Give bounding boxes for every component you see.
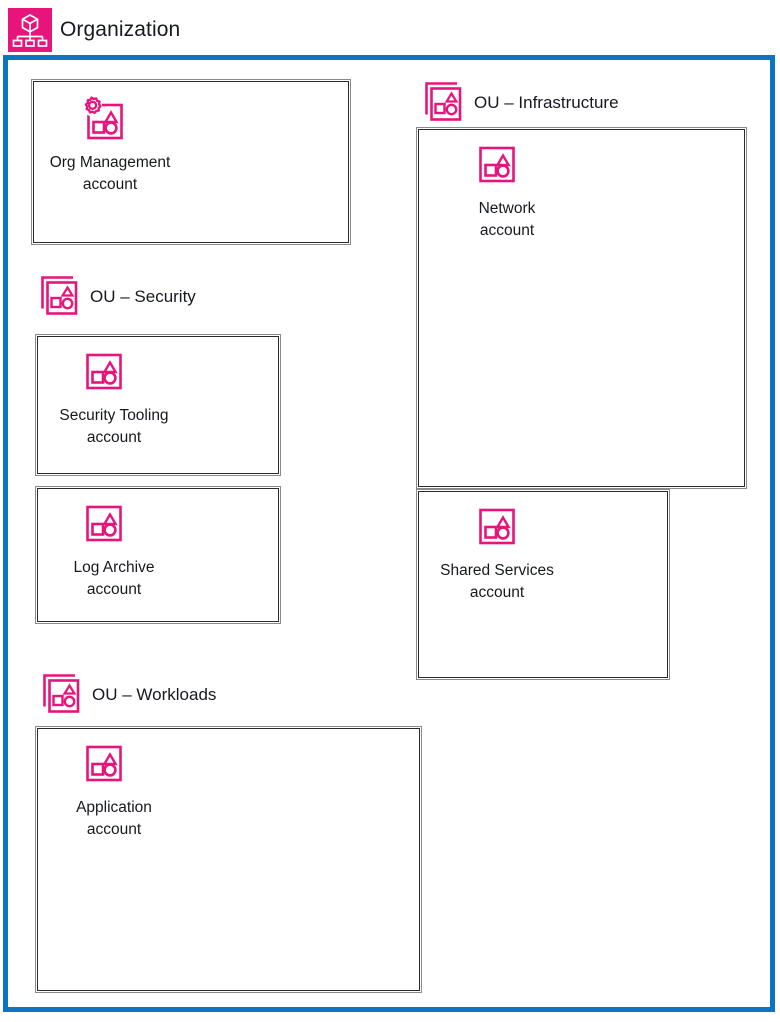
- ou-label-text: OU – Security: [90, 287, 196, 306]
- account-card-shared-services[interactable]: Shared Services account: [418, 491, 668, 678]
- account-name: Org Management: [49, 154, 171, 171]
- ou-label-text: OU – Workloads: [92, 685, 217, 704]
- account-sublabel: account: [86, 581, 142, 598]
- account-name: Network: [478, 200, 536, 217]
- account-icon: [477, 506, 517, 553]
- account-sublabel: account: [469, 584, 525, 601]
- ou-label-infrastructure[interactable]: OU – Infrastructure: [422, 80, 619, 124]
- account-icon: [84, 503, 124, 550]
- account-name: Log Archive: [73, 559, 155, 576]
- account-sublabel: account: [82, 176, 138, 193]
- ou-icon: [40, 672, 82, 716]
- account-name: Security Tooling: [59, 407, 169, 424]
- account-name: Application: [76, 799, 152, 816]
- page-title: Organization: [60, 18, 181, 41]
- organization-hierarchy-icon: [8, 8, 52, 52]
- account-card-security-tooling[interactable]: Security Tooling account: [37, 336, 279, 474]
- ou-label-security[interactable]: OU – Security: [38, 274, 196, 318]
- account-name: Shared Services: [440, 562, 554, 579]
- account-card-org-management[interactable]: Org Management account: [33, 81, 349, 243]
- ou-icon: [422, 80, 464, 124]
- account-icon: [84, 351, 124, 398]
- page-header: Organization: [0, 0, 780, 55]
- account-card-log-archive[interactable]: Log Archive account: [37, 488, 279, 622]
- organization-boundary: Org Management account OU – Security: [3, 55, 775, 1012]
- account-icon: [477, 144, 517, 191]
- account-card-application[interactable]: Application account: [37, 728, 420, 991]
- management-account-icon: [80, 96, 126, 145]
- account-sublabel: account: [86, 429, 142, 446]
- account-card-network[interactable]: Network account: [418, 129, 745, 487]
- ou-label-workloads[interactable]: OU – Workloads: [40, 672, 216, 716]
- account-sublabel: account: [479, 222, 535, 239]
- account-sublabel: account: [86, 821, 142, 838]
- account-icon: [84, 743, 124, 790]
- ou-icon: [38, 274, 80, 318]
- ou-label-text: OU – Infrastructure: [474, 93, 619, 112]
